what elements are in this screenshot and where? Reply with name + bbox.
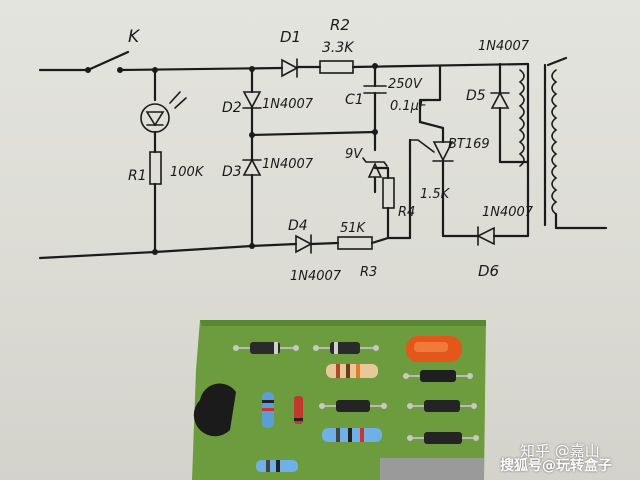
junction-d2 [249,66,255,72]
pcb-resistor-1 [326,364,378,378]
diode-d5 [490,91,510,109]
resistor-r1 [149,151,162,185]
diode-d1 [281,58,299,78]
diode-d6 [476,226,495,246]
junction-bottom-mid [249,243,255,249]
label-d4: D4 [288,218,308,234]
pcb-connector [380,458,484,480]
junction-zener [372,129,378,135]
label-d2-part: 1N4007 [262,97,314,112]
resistor-r3 [337,236,373,250]
label-r3-value: 51K [340,221,367,236]
led-indicator [140,91,187,133]
wire-scr-bottom [441,159,480,238]
wire-top-rail [118,66,284,72]
wire-r4-link [373,138,412,240]
label-d4-part: 1N4007 [290,269,342,284]
wire-d4-r3 [309,241,340,246]
wire-transformer-bottom [554,212,608,230]
label-d2: D2 [222,100,242,116]
pcb-board-edge [200,320,486,326]
wire-bottom-rail [38,242,298,260]
label-d5: D5 [466,88,486,104]
diode-d4 [295,234,313,254]
pcb-resistor-blue-2 [322,428,382,442]
pcb-resistor-blue-3 [256,460,298,472]
label-d6: D6 [478,262,499,280]
label-d6-part: 1N4007 [482,205,534,220]
label-zener: 9V [345,147,363,162]
scr-bt169 [409,139,454,162]
junction-led [152,67,158,73]
wire-scr-top [418,64,442,124]
label-d3-part: 1N4007 [262,157,314,172]
pcb-transistor [193,383,236,437]
diode-d3 [242,158,262,176]
label-r3: R3 [360,265,377,280]
label-r2-value: 3.3K [322,40,355,56]
label-c1-value: 0.1μF [390,99,427,114]
circuit-schematic: K D1 R2 3.3K 1N4007 D2 1N4007 C1 250V 0.… [38,16,608,284]
label-r4-value: 1.5K [420,187,451,202]
pcb-resistor-blue-1 [262,392,274,428]
pcb-capacitor [406,336,462,362]
label-r1-value: 100K [170,165,205,180]
wire-transformer-top [546,56,568,67]
junction-bottom-left [152,249,158,255]
label-d5-part: 1N4007 [478,39,530,54]
label-d1: D1 [280,28,301,46]
diode-d2 [242,91,262,109]
switch-k-lever [86,50,130,72]
label-switch-k: K [128,27,141,47]
label-scr: BT169 [448,137,490,152]
wire-mid-node [250,130,377,137]
label-r2: R2 [330,16,350,34]
watermark-zhihu: 知乎 @嘉山 [520,442,600,460]
resistor-r4 [382,177,395,209]
switch-k-contact-a [85,67,91,73]
pcb-diode-small [294,396,303,424]
wire-d6-right [492,218,530,238]
pcb-photo [192,320,486,480]
transformer-winding [551,69,558,215]
junction-mid [249,132,255,138]
pcb-solder-pads [233,345,479,441]
wire-d5-bottom [498,106,530,164]
watermark-sohu: 搜狐号@玩转盒子 [500,458,612,474]
junction-c1 [372,63,378,69]
label-r1: R1 [128,168,147,184]
label-c1-voltage: 250V [388,77,423,92]
label-c1: C1 [345,92,364,108]
relay-coil [518,69,525,167]
wire-scr-anode [418,120,445,144]
label-r4: R4 [398,205,415,220]
resistor-r2 [319,60,354,74]
label-d3: D3 [222,164,242,180]
wire-r3-right [370,236,390,245]
